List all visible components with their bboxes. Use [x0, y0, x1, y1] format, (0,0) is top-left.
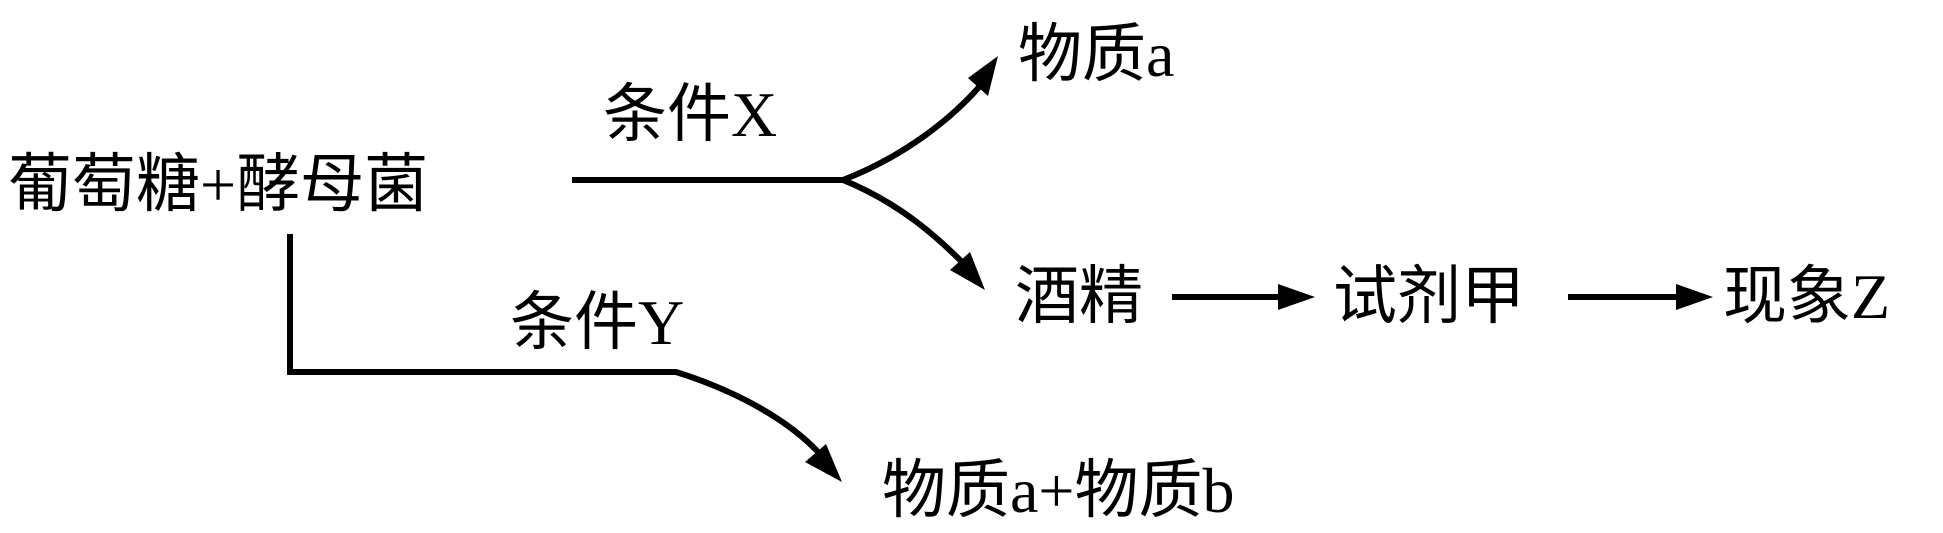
arrow-head-reagent: [1278, 284, 1315, 310]
arrow-head-phenomenon: [1676, 284, 1713, 310]
arrow-head-alcohol: [950, 252, 985, 290]
arrow-head-product-y: [805, 444, 842, 482]
arrow-head-product-x: [968, 56, 998, 96]
condition-y-line: [287, 234, 821, 455]
product-x-label: 物质a: [1018, 19, 1174, 90]
condition-x-label: 条件X: [603, 79, 777, 150]
condition-y-label: 条件Y: [510, 287, 684, 358]
product-y-label: 物质a+物质b: [882, 455, 1235, 526]
reagent-label: 试剂甲: [1333, 261, 1525, 332]
alcohol-label: 酒精: [1015, 261, 1143, 332]
phenomenon-label: 现象Z: [1723, 261, 1890, 332]
arrow-to-product-x: [841, 84, 983, 183]
arrow-to-alcohol: [841, 177, 965, 265]
start-node-label: 葡萄糖+酵母菌: [8, 149, 428, 220]
